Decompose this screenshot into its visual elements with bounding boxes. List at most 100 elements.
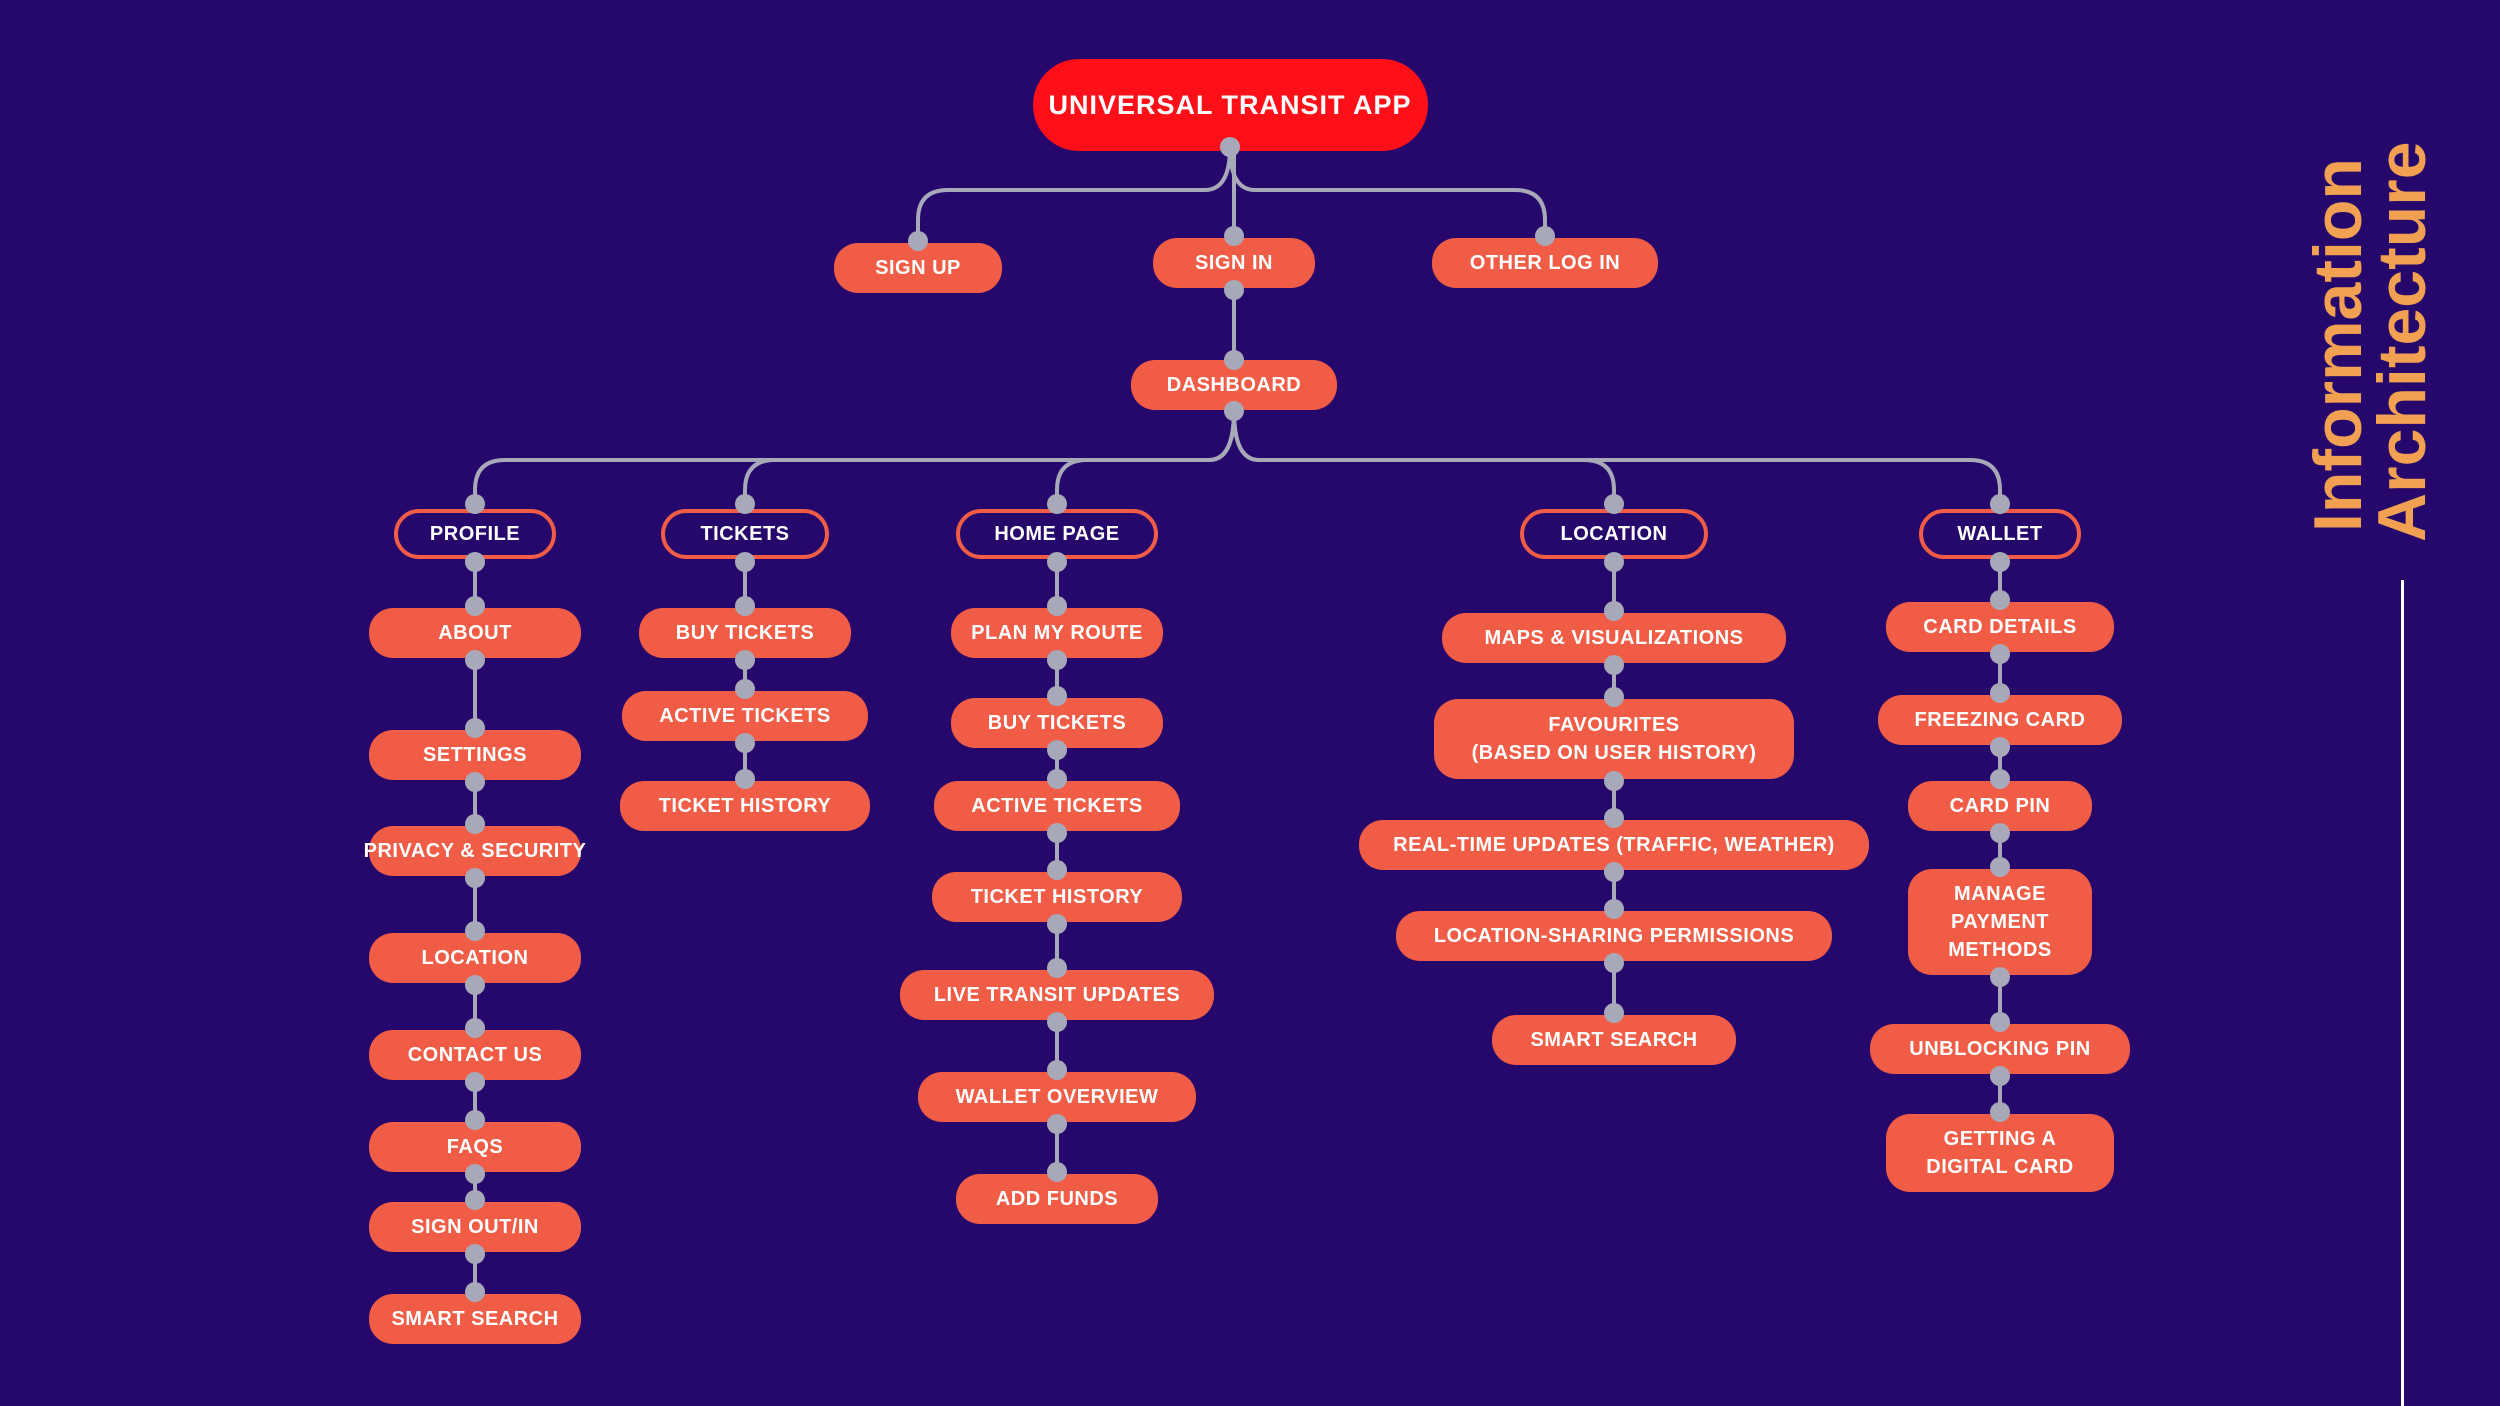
tickets-item-buy-tickets: BUY TICKETS xyxy=(639,608,851,658)
connector-dot xyxy=(735,733,755,753)
connector-dot xyxy=(1990,1066,2010,1086)
connector-dot xyxy=(1604,655,1624,675)
connector-dot xyxy=(1047,1012,1067,1032)
connector-dot xyxy=(465,494,485,514)
connector-dot xyxy=(1604,552,1624,572)
connector-dot xyxy=(1604,1003,1624,1023)
connector-dot xyxy=(1047,1114,1067,1134)
home-page-item-buy-tickets: BUY TICKETS xyxy=(951,698,1163,748)
connector-dot xyxy=(1604,494,1624,514)
connector-dot xyxy=(735,650,755,670)
connector-dot xyxy=(465,596,485,616)
connector-dot xyxy=(1047,914,1067,934)
location-item-favourites-based-on-user-history: FAVOURITES(BASED ON USER HISTORY) xyxy=(1434,699,1794,779)
wallet-item-card-pin: CARD PIN xyxy=(1908,781,2092,831)
connector-dot xyxy=(735,679,755,699)
connector-dot xyxy=(1220,137,1240,157)
connector-dot xyxy=(1047,686,1067,706)
connector-line xyxy=(1228,146,1547,236)
connector-dot xyxy=(1047,494,1067,514)
connector-dot xyxy=(1047,769,1067,789)
wallet-item-freezing-card: FREEZING CARD xyxy=(1878,695,2122,745)
side-title-text: Information Architecture xyxy=(2300,141,2440,542)
connector-dot xyxy=(1990,737,2010,757)
root-node-title: UNIVERSAL TRANSIT APP xyxy=(1032,59,1428,151)
connector-dot xyxy=(1990,644,2010,664)
connector-dot xyxy=(1047,958,1067,978)
home-page-item-plan-my-route: PLAN MY ROUTE xyxy=(951,608,1163,658)
home-page-item-wallet-overview: WALLET OVERVIEW xyxy=(918,1072,1196,1122)
connector-dot xyxy=(908,231,928,251)
connector-dot xyxy=(465,718,485,738)
home-page-item-add-funds: ADD FUNDS xyxy=(956,1174,1158,1224)
connector-dot xyxy=(1990,494,2010,514)
connector-dot xyxy=(1604,862,1624,882)
connector-dot xyxy=(465,1282,485,1302)
connector-dot xyxy=(1224,280,1244,300)
connector-dot xyxy=(1047,740,1067,760)
connector-line xyxy=(1232,410,2002,509)
auth-other-log-in-node: OTHER LOG IN xyxy=(1432,238,1658,288)
connector-dot xyxy=(1990,590,2010,610)
connector-dot xyxy=(465,1164,485,1184)
connector-dot xyxy=(1604,601,1624,621)
connector-dot xyxy=(1047,823,1067,843)
connector-dot xyxy=(1990,1012,2010,1032)
side-title: Information Architecture xyxy=(2300,112,2440,552)
connector-dot xyxy=(465,650,485,670)
location-item-smart-search: SMART SEARCH xyxy=(1492,1015,1736,1065)
auth-sign-up-node: SIGN UP xyxy=(834,243,1002,293)
connector-dot xyxy=(465,552,485,572)
connector-dot xyxy=(1990,552,2010,572)
connector-dot xyxy=(1535,226,1555,246)
connector-dot xyxy=(465,1018,485,1038)
connector-dot xyxy=(1047,1162,1067,1182)
connector-line xyxy=(1055,410,1236,509)
connector-dot xyxy=(1990,857,2010,877)
connector-line xyxy=(916,146,1232,241)
connector-dot xyxy=(1604,687,1624,707)
home-page-item-active-tickets: ACTIVE TICKETS xyxy=(934,781,1180,831)
connector-dot xyxy=(465,814,485,834)
location-item-location-sharing-permissions: LOCATION-SHARING PERMISSIONS xyxy=(1396,911,1832,961)
home-page-item-live-transit-updates: LIVE TRANSIT UPDATES xyxy=(900,970,1214,1020)
connector-dot xyxy=(465,1190,485,1210)
connector-dot xyxy=(465,1072,485,1092)
connector-dot xyxy=(1047,860,1067,880)
profile-item-privacy-security: PRIVACY & SECURITY xyxy=(364,826,586,876)
connector-dot xyxy=(1224,226,1244,246)
connector-dot xyxy=(1604,808,1624,828)
connector-dot xyxy=(1224,350,1244,370)
wallet-item-unblocking-pin: UNBLOCKING PIN xyxy=(1870,1024,2130,1074)
connector-dot xyxy=(465,772,485,792)
tickets-item-active-tickets: ACTIVE TICKETS xyxy=(622,691,868,741)
side-title-line-2: Architecture xyxy=(2364,141,2440,542)
connector-dot xyxy=(1047,1060,1067,1080)
connector-dot xyxy=(735,552,755,572)
profile-item-smart-search: SMART SEARCH xyxy=(369,1294,581,1344)
connector-dot xyxy=(1047,650,1067,670)
profile-item-faqs: FAQS xyxy=(369,1122,581,1172)
connector-dot xyxy=(465,1110,485,1130)
connector-dot xyxy=(1604,771,1624,791)
connector-dot xyxy=(1990,967,2010,987)
profile-item-about: ABOUT xyxy=(369,608,581,658)
connector-dot xyxy=(465,975,485,995)
connector-dot xyxy=(1224,401,1244,421)
side-divider-line xyxy=(2401,580,2404,1406)
side-title-line-1: Information xyxy=(2300,158,2376,532)
connector-dot xyxy=(1990,683,2010,703)
connector-dot xyxy=(1604,899,1624,919)
connector-dot xyxy=(735,596,755,616)
connector-dot xyxy=(1047,552,1067,572)
home-page-item-ticket-history: TICKET HISTORY xyxy=(932,872,1182,922)
tickets-item-ticket-history: TICKET HISTORY xyxy=(620,781,870,831)
connector-dot xyxy=(465,1244,485,1264)
connector-dot xyxy=(1990,769,2010,789)
profile-item-location: LOCATION xyxy=(369,933,581,983)
location-item-real-time-updates-traffic-weather: REAL-TIME UPDATES (TRAFFIC, WEATHER) xyxy=(1359,820,1869,870)
connector-dot xyxy=(465,868,485,888)
